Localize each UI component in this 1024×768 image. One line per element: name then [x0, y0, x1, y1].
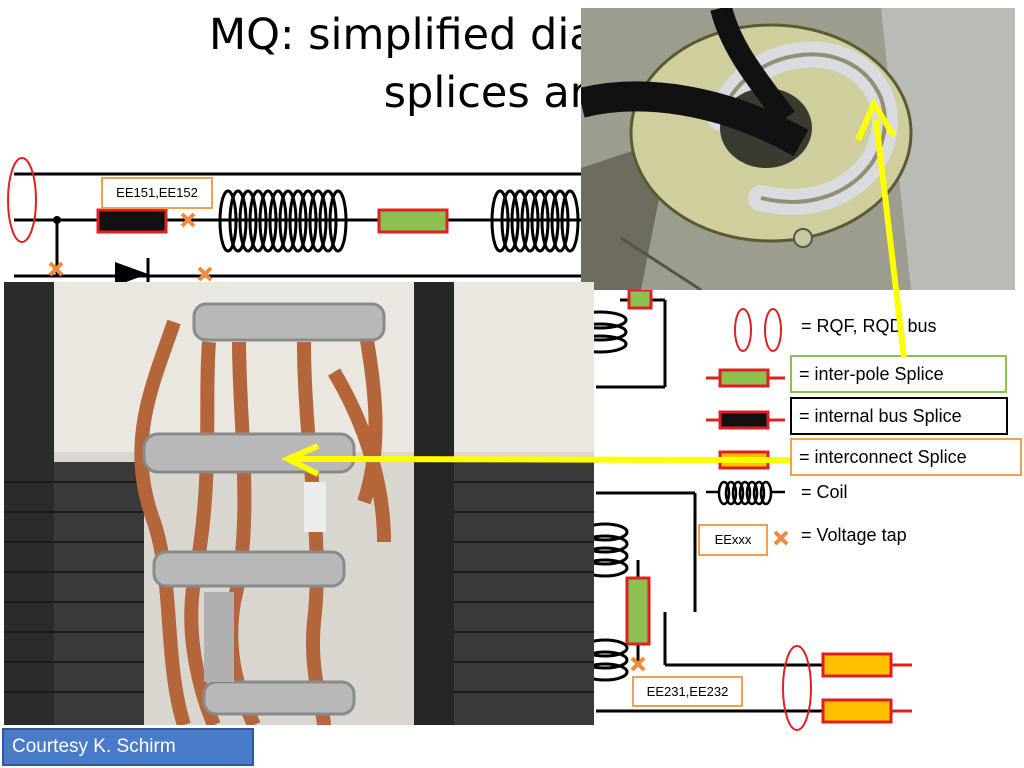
tag-ee231-ee232: EE231,EE232 [632, 676, 743, 707]
tag-eexxx: EExxx [698, 524, 768, 556]
legend-interconnect-label: = interconnect Splice [799, 447, 967, 467]
arrow-to-left-photo [280, 443, 791, 477]
interpole-splice-top [377, 208, 449, 234]
diode-symbol [115, 258, 150, 286]
interpole-splice-right-upper [627, 288, 653, 310]
tag-ee151-ee152: EE151,EE152 [101, 177, 213, 209]
legend-interpole-box: = inter-pole Splice [790, 355, 1007, 393]
voltage-tap-4 [630, 656, 646, 672]
coil-2 [490, 189, 580, 253]
internal-bus-splice-top [96, 208, 168, 234]
legend-coil-symbol [706, 480, 785, 506]
coil-1 [218, 189, 348, 253]
legend-internal-box: = internal bus Splice [790, 397, 1008, 435]
legend-bus-ellipse-1 [734, 308, 752, 352]
splice-closeup-photo [581, 8, 1015, 290]
slide-title-line-1: MQ: simplified diag [209, 10, 623, 60]
voltage-tap-3 [197, 266, 213, 282]
voltage-tap-1 [180, 212, 196, 228]
bus-ellipse-left [7, 157, 37, 243]
courtesy-label: Courtesy K. Schirm [2, 728, 254, 766]
legend-interpole-symbol [706, 368, 785, 388]
splice-closeup-illustration [581, 8, 1015, 290]
legend-vtap-label: = Voltage tap [801, 525, 907, 545]
legend-interpole-label: = inter-pole Splice [799, 364, 944, 384]
voltage-tap-2 [48, 261, 64, 277]
legend-internal-label: = internal bus Splice [799, 406, 962, 426]
arrow-to-top-photo [855, 97, 907, 358]
interpole-splice-right-lower [625, 576, 651, 646]
legend-coil-label: = Coil [801, 482, 848, 502]
magnet-interior-photo [4, 282, 594, 725]
legend-vtap-symbol [773, 530, 789, 546]
tag-eexxx-text: EExxx [714, 532, 752, 547]
legend-internal-symbol [706, 410, 785, 430]
tag-ee231-ee232-text: EE231,EE232 [646, 684, 729, 699]
legend-bus-ellipse-2 [764, 308, 782, 352]
bus-ellipse-bottom [782, 645, 812, 731]
magnet-interior-illustration [4, 282, 594, 725]
tag-ee151-ee152-text: EE151,EE152 [116, 185, 198, 200]
legend-interconnect-box: = interconnect Splice [790, 438, 1022, 476]
